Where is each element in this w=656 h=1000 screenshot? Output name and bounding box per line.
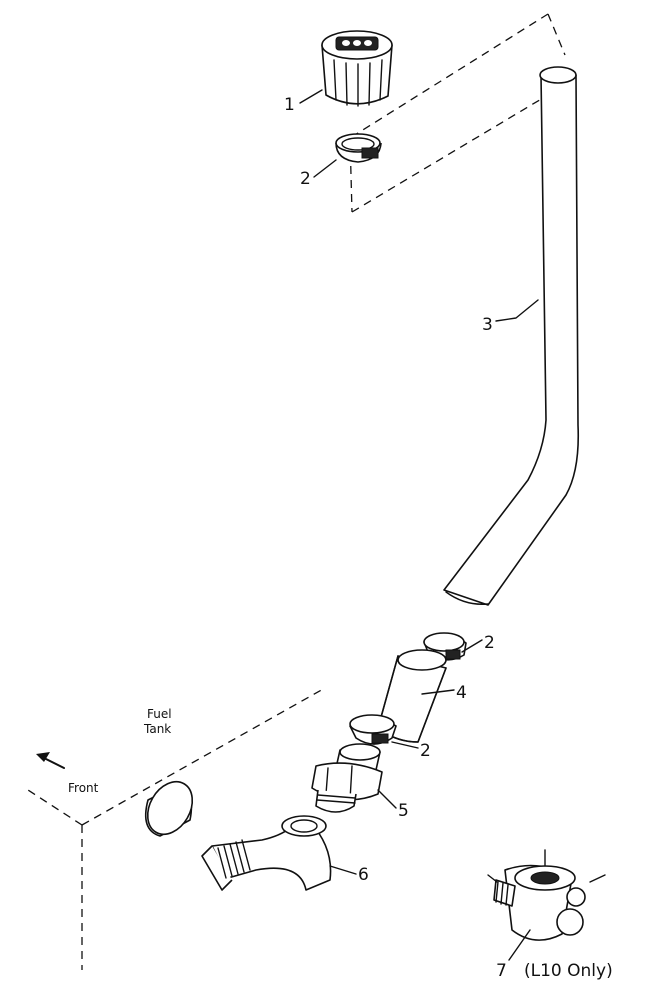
label-part-5: 5 [398,801,409,821]
front-arrow [36,752,65,769]
strainer-gauze [144,780,194,837]
dashed-construction-lines [27,13,566,970]
filler-pipe [443,66,580,606]
label-part-4: 4 [456,683,467,703]
filler-cap [321,30,393,107]
label-part-2-upper-mid: 2 [484,633,495,653]
tee-fitting [487,849,606,941]
label-tank: Tank [143,722,171,736]
label-part-7: 7 [496,961,507,981]
hose-clip-top [335,133,382,163]
label-part-2-top: 2 [300,169,311,189]
elbow-fitting [201,815,332,891]
label-fuel: Fuel [147,707,172,721]
filter-element [377,649,447,743]
adaptor-fitting [311,743,383,813]
label-part-7-note: (L10 Only) [524,961,613,981]
hose-clip-lower-mid [349,714,397,745]
leader-lines [299,89,539,961]
callout-labels: 1 2 3 2 4 2 5 6 7 (L10 Only) Fuel Tank F… [68,95,613,981]
label-part-3: 3 [482,315,493,335]
label-front: Front [68,781,99,795]
label-part-2-lower-mid: 2 [420,741,431,761]
label-part-6: 6 [358,865,369,885]
label-part-1: 1 [284,95,295,115]
